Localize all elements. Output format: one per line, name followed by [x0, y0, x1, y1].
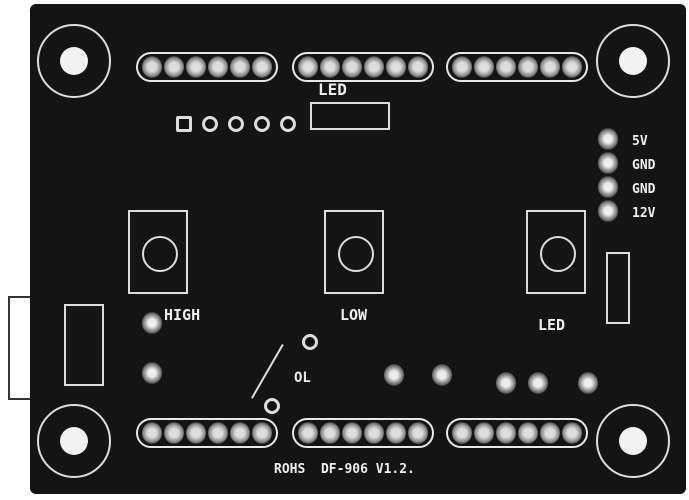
- button-label-low: LOW: [340, 306, 368, 324]
- pad: [254, 116, 270, 132]
- solder-joint: [142, 312, 162, 334]
- power-label-12v: 12V: [632, 206, 656, 221]
- solder-joint: [578, 372, 598, 394]
- connector-footprint: [64, 304, 104, 386]
- solder-joint: [496, 372, 516, 394]
- power-label-5v: 5V: [632, 134, 648, 149]
- pad: [176, 116, 192, 132]
- led-header-label: LED: [318, 80, 347, 99]
- connector-footprint: [606, 252, 630, 324]
- pad: [228, 116, 244, 132]
- pad: [280, 116, 296, 132]
- pin-header: [136, 52, 278, 82]
- pad: [202, 116, 218, 132]
- power-label-gnd: GND: [632, 182, 656, 197]
- solder-joint: [598, 176, 618, 198]
- pin-header: [136, 418, 278, 448]
- led-header: [310, 102, 390, 130]
- solder-joint: [432, 364, 452, 386]
- mounting-hole: [37, 404, 111, 478]
- button-label-high: HIGH: [164, 306, 201, 324]
- pin-header: [446, 418, 588, 448]
- pin-header: [446, 52, 588, 82]
- board-revision-label: ROHS DF-906 V1.2.: [274, 462, 415, 477]
- pin-header: [292, 418, 434, 448]
- button-label-led: LED: [538, 316, 566, 334]
- solder-joint: [598, 200, 618, 222]
- solder-joint: [384, 364, 404, 386]
- jumper-pad: [264, 398, 280, 414]
- mounting-hole: [596, 24, 670, 98]
- tact-switch-high: [128, 210, 188, 294]
- tact-switch-led: [526, 210, 586, 294]
- jumper-pad: [302, 334, 318, 350]
- mounting-hole: [37, 24, 111, 98]
- tact-switch-low: [324, 210, 384, 294]
- power-label-gnd: GND: [632, 158, 656, 173]
- solder-joint: [598, 152, 618, 174]
- solder-joint: [142, 362, 162, 384]
- pin-header: [292, 52, 434, 82]
- mounting-hole: [596, 404, 670, 478]
- solder-joint: [528, 372, 548, 394]
- side-connector: [8, 296, 34, 400]
- jumper-label: OL: [294, 370, 311, 386]
- solder-joint: [598, 128, 618, 150]
